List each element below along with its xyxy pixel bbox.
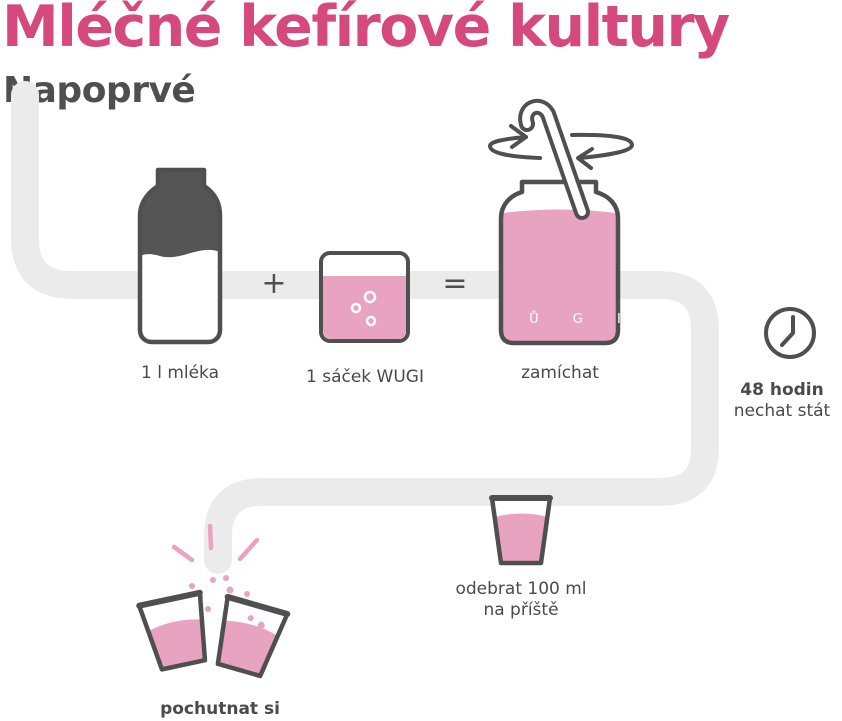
sachet-jar-icon <box>319 251 410 343</box>
cup-icon <box>489 495 553 566</box>
equals-sign: = <box>442 266 467 301</box>
page-title: Mléčné kefírové kultury <box>2 0 730 60</box>
jar-brand-text: W Ů G I <box>482 311 636 327</box>
plus-sign: + <box>261 266 286 301</box>
rotation-arrow-icon <box>488 124 634 170</box>
label-sachet: 1 sáček WUGI <box>306 367 424 387</box>
spoon-icon <box>518 98 590 220</box>
label-milk: 1 l mléka <box>140 363 220 383</box>
splash-lines <box>171 523 260 563</box>
clock-icon <box>764 307 816 359</box>
cheers-cups-icon <box>136 523 291 679</box>
milk-bottle-icon <box>137 167 223 345</box>
process-path <box>11 81 719 574</box>
label-stir: zamíchat <box>521 363 599 383</box>
label-enjoy: pochutnat si <box>160 699 280 719</box>
label-wait-duration: 48 hodin <box>740 380 824 400</box>
label-reserve-line1: odebrat 100 ml <box>455 579 587 599</box>
label-reserve-line2: na příště <box>483 600 559 620</box>
label-wait: nechat stát <box>733 401 831 421</box>
stirring-jar-icon: W Ů G I <box>482 98 636 346</box>
